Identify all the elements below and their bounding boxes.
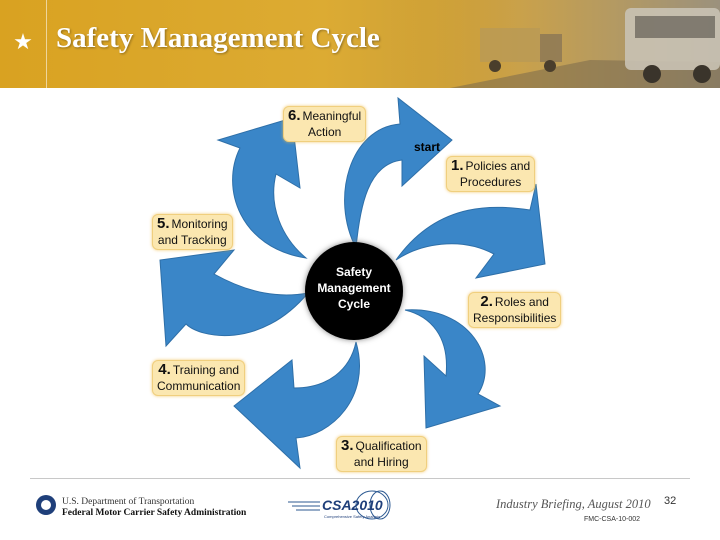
step-3-label: 3.Qualification and Hiring — [336, 436, 427, 472]
step-5-label: 5.Monitoring and Tracking — [152, 214, 233, 250]
agency-line-1: U.S. Department of Transportation — [62, 497, 195, 507]
step-5-number: 5. — [157, 215, 170, 232]
step-4-text: Training and Communication — [157, 363, 241, 393]
step-3-text: Qualification and Hiring — [353, 439, 422, 469]
agency-line-2: Federal Motor Carrier Safety Administrat… — [62, 508, 247, 518]
document-code: FMC-CSA-10-002 — [584, 516, 641, 523]
center-text: Safety Management Cycle — [317, 265, 391, 311]
footer-divider — [30, 478, 690, 479]
csa2010-logo: CSA2010 Comprehensive Safety Analysis — [288, 490, 391, 520]
step-1-label: 1.Policies and Procedures — [446, 156, 536, 192]
step-2-text: Roles and Responsibilities — [473, 295, 557, 325]
truck-highway-image — [390, 0, 720, 88]
cycle-arrow-5 — [159, 249, 310, 348]
cycle-diagram — [159, 96, 546, 470]
step-1-number: 1. — [451, 157, 464, 174]
cycle-center-circle: Safety Management Cycle — [305, 242, 403, 340]
slide-title: Safety Management Cycle — [56, 22, 380, 54]
step-2-label: 2.Roles and Responsibilities — [468, 292, 562, 328]
dot-seal-icon — [36, 495, 56, 515]
step-4-number: 4. — [158, 361, 171, 378]
cycle-arrow-3 — [404, 309, 502, 429]
step-3-number: 3. — [341, 437, 354, 454]
step-4-label: 4.Training and Communication — [152, 360, 246, 396]
page-number: 32 — [664, 495, 677, 507]
briefing-caption: Industry Briefing, August 2010 — [496, 497, 651, 511]
cycle-arrow-6 — [216, 117, 308, 259]
start-label: start — [414, 140, 441, 154]
csa2010-logo-text: CSA2010 — [322, 497, 383, 513]
cycle-arrow-2 — [395, 183, 546, 279]
step-6-label: 6.Meaningful Action — [283, 106, 367, 142]
step-2-number: 2. — [480, 293, 493, 310]
step-6-number: 6. — [288, 107, 301, 124]
agency-name: U.S. Department of Transportation Federa… — [62, 497, 246, 519]
step-6-text: Meaningful Action — [302, 109, 362, 139]
title-banner: ★ Safety Management Cycle — [0, 0, 720, 88]
step-1-text: Policies and Procedures — [459, 159, 531, 189]
step-5-text: Monitoring and Tracking — [157, 217, 228, 247]
cycle-arrow-4 — [233, 341, 361, 470]
star-icon: ★ — [0, 0, 47, 88]
csa2010-logo-subtext: Comprehensive Safety Analysis — [324, 514, 380, 519]
cycle-arrow-1 — [344, 96, 453, 250]
